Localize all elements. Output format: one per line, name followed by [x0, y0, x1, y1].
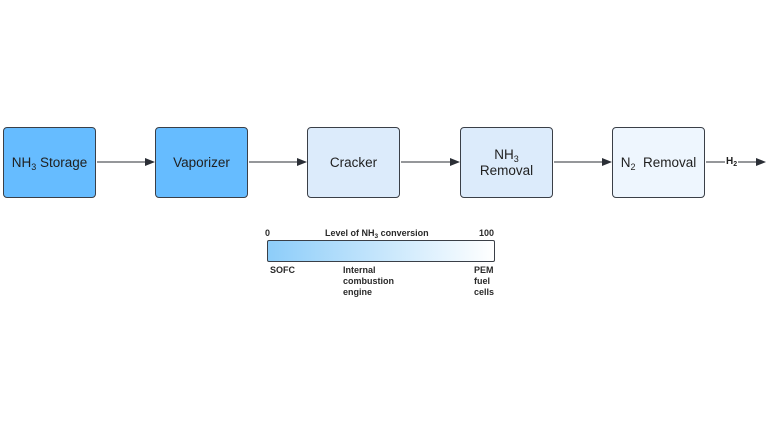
h2-output-label: H2 [725, 156, 739, 168]
caption-line: fuel [474, 276, 491, 286]
box-label-line: Removal [479, 162, 534, 178]
box-label-line: Cracker [329, 154, 378, 170]
vaporizer-box: Vaporizer [155, 127, 248, 198]
n2-removal-box: N2 Removal [612, 127, 705, 198]
box-label-line: Vaporizer [173, 154, 230, 170]
caption-line: PEM [474, 265, 494, 275]
caption-line: engine [343, 287, 373, 297]
box-label-line: NH3 Storage [11, 154, 88, 172]
scale-max-label: 100 [479, 228, 495, 238]
scale-min-label: 0 [265, 228, 271, 238]
scale-title: Level of NH3 conversion [325, 228, 429, 240]
caption-line: combustion [343, 276, 394, 286]
caption-sofc: SOFC [270, 265, 295, 276]
nh3-storage-box: NH3 Storage [3, 127, 96, 198]
caption-line: Internal [343, 265, 376, 275]
caption-line: SOFC [270, 265, 296, 275]
box-label-line: NH3 [494, 146, 519, 164]
box-label-line: N2 Removal [620, 154, 697, 172]
caption-line: cells [474, 287, 495, 297]
conversion-gradient-bar [267, 240, 495, 262]
cracker-box: Cracker [307, 127, 400, 198]
